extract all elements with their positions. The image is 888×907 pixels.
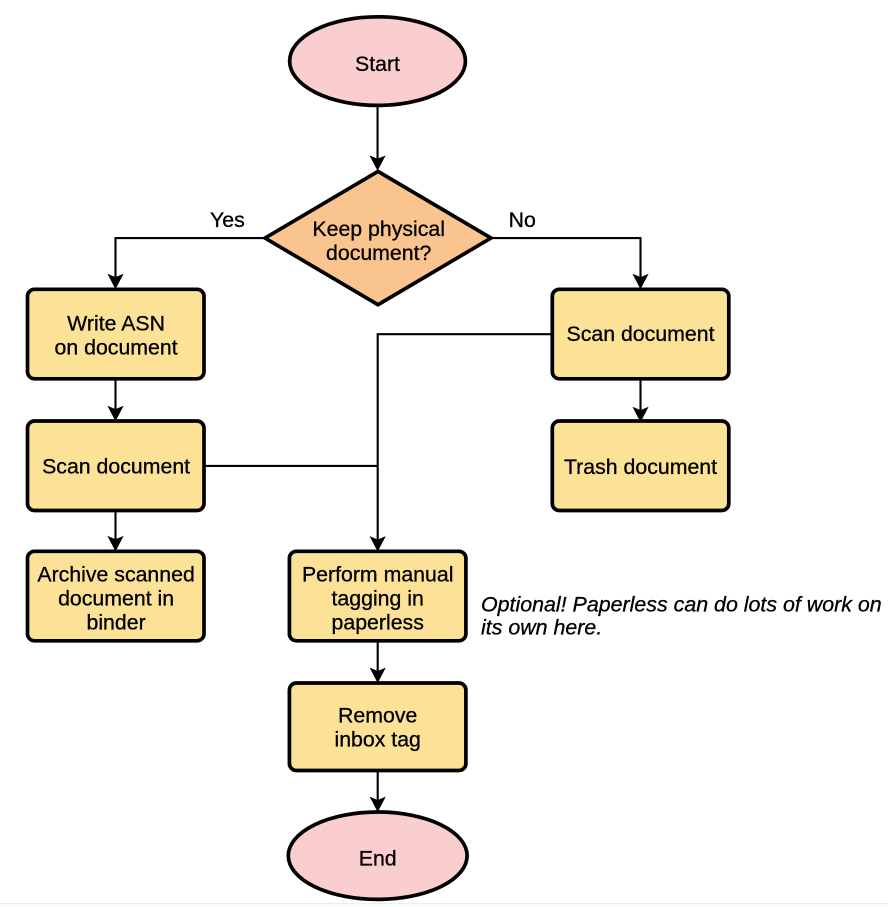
svg-text:document?: document? xyxy=(326,241,432,265)
svg-text:tagging in: tagging in xyxy=(332,587,424,611)
svg-text:Keep physical: Keep physical xyxy=(312,217,445,241)
svg-text:on document: on document xyxy=(55,335,178,359)
svg-text:Scan document: Scan document xyxy=(567,322,715,346)
svg-text:paperless: paperless xyxy=(332,611,424,635)
svg-text:binder: binder xyxy=(86,611,145,635)
svg-text:document in: document in xyxy=(58,587,174,611)
svg-text:its own here.: its own here. xyxy=(481,615,602,639)
svg-text:End: End xyxy=(359,846,397,870)
svg-text:Optional! Paperless can do lot: Optional! Paperless can do lots of work … xyxy=(481,593,882,617)
svg-text:Write ASN: Write ASN xyxy=(67,311,165,335)
svg-text:Remove: Remove xyxy=(338,704,417,728)
svg-text:Trash document: Trash document xyxy=(564,455,717,479)
svg-text:Archive scanned: Archive scanned xyxy=(37,563,194,587)
svg-text:Scan document: Scan document xyxy=(42,455,190,479)
svg-text:inbox tag: inbox tag xyxy=(334,728,420,752)
svg-text:Start: Start xyxy=(355,52,400,76)
svg-text:Perform manual: Perform manual xyxy=(302,563,454,587)
svg-text:Yes: Yes xyxy=(210,208,245,232)
svg-text:No: No xyxy=(509,208,536,232)
